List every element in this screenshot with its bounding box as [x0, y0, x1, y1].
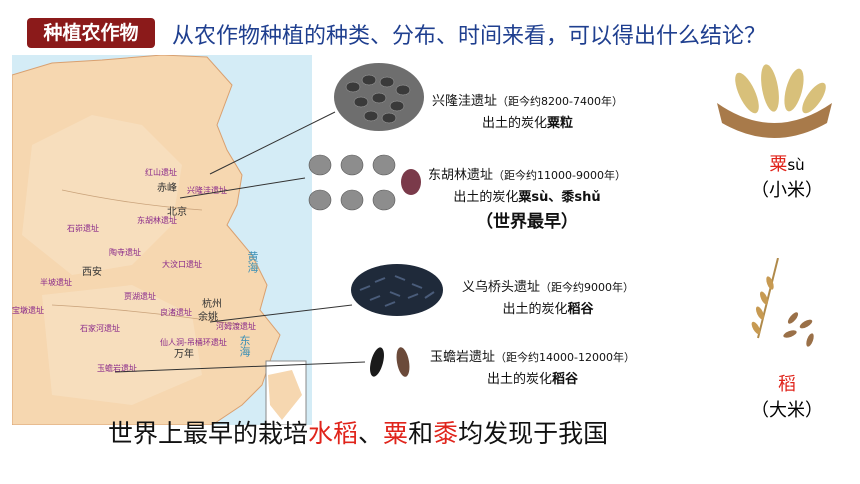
caption-qiaotou: 义乌桥头遗址（距今约9000年） 出土的炭化稻谷 [462, 280, 635, 317]
map-background [11, 54, 312, 426]
site-label: 玉蟾岩遗址 [97, 364, 137, 373]
caption-donghulin: 东胡林遗址（距今约11000-9000年） 出土的炭化粟sù、黍shǔ （世界最… [428, 168, 626, 232]
sea-label: 黄海 [246, 251, 259, 273]
site-label: 红山遗址 [145, 168, 177, 177]
question-title: 从农作物种植的种类、分布、时间来看，可以得出什么结论？ [172, 24, 767, 49]
site-label: 良渚遗址 [160, 308, 192, 317]
site-label: 陶寺遗址 [109, 248, 141, 257]
carbonized-grain-photo [334, 63, 424, 131]
city-label: 余姚 [198, 312, 218, 323]
caption-yuchanyan: 玉蟾岩遗址（距今约14000-12000年） 出土的炭化稻谷 [430, 350, 635, 387]
city-label: 西安 [82, 267, 102, 278]
site-label: 兴隆洼遗址 [187, 186, 227, 195]
caption-xinglongwa: 兴隆洼遗址（距今约8200-7400年） 出土的炭化粟粒 [432, 94, 623, 131]
site-label: 石峁遗址 [67, 224, 99, 233]
site-label: 东胡林遗址 [137, 216, 177, 225]
rice-husk-photo [370, 347, 410, 377]
site-label: 河姆渡遗址 [216, 322, 256, 331]
crop-label-millet: 粟sù （小米） [751, 154, 823, 201]
crop-label-rice: 稻 （大米） [751, 374, 823, 421]
section-badge: 种植农作物 [27, 18, 155, 48]
site-label: 贾湖遗址 [124, 292, 156, 301]
millet-basket-photo [717, 64, 832, 138]
site-label: 半坡遗址 [40, 278, 72, 287]
city-label: 北京 [167, 207, 187, 218]
site-label: 仙人洞-吊桶环遗址 [160, 338, 227, 347]
site-label: 宝墩遗址 [12, 306, 44, 315]
city-label: 赤峰 [157, 183, 177, 194]
city-label: 万年 [174, 349, 194, 360]
carbonized-seeds-photo [308, 154, 421, 211]
carbonized-rice-photo [351, 264, 443, 316]
conclusion-text: 世界上最早的栽培水稻、粟和黍均发现于我国 [108, 419, 609, 448]
rice-ear-photo [751, 258, 814, 347]
city-label: 杭州 [202, 299, 222, 310]
site-label: 石家河遗址 [80, 324, 120, 333]
site-label: 大汶口遗址 [162, 260, 202, 269]
sea-label: 东海 [238, 335, 251, 357]
china-map: 红山遗址 兴隆洼遗址 东胡林遗址 石峁遗址 大汶口遗址 半坡遗址 陶寺遗址 贾湖… [11, 54, 312, 426]
